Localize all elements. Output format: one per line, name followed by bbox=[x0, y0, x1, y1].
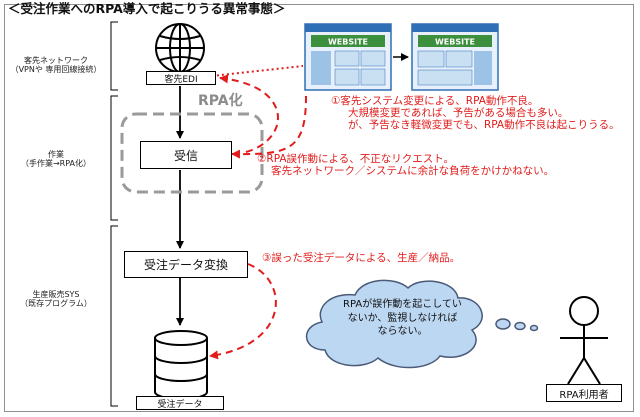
database-icon bbox=[154, 330, 208, 400]
work-label-line2: （手作業→RPA化） bbox=[20, 159, 92, 169]
left-braces bbox=[110, 21, 118, 407]
work-label: 作業 （手作業→RPA化） bbox=[6, 150, 106, 168]
customer-network-label-line1: 客先ネットワーク bbox=[24, 56, 88, 65]
order-convert-node: 受注データ変換 bbox=[124, 251, 248, 278]
globe-icon bbox=[155, 23, 205, 73]
work-label-line1: 作業 bbox=[48, 150, 64, 159]
order-convert-label: 受注データ変換 bbox=[143, 258, 228, 272]
problem3-arrow bbox=[209, 263, 277, 360]
problem3-note: ③誤った受注データによる、生産／納品。 bbox=[262, 252, 461, 264]
customer-edi-label: 客先EDI bbox=[164, 74, 198, 85]
cloud-text-line3: ならない。 bbox=[377, 326, 428, 337]
customer-edi-node: 客先EDI bbox=[146, 71, 216, 85]
system-label-line1: 生産販売SYS bbox=[32, 290, 80, 299]
website-before-logo: WEBSITE bbox=[328, 38, 368, 47]
website-after-icon: WEBSITE bbox=[411, 23, 499, 91]
problem2-note: ②RPA誤作動による、不正なリクエスト。 客先ネットワーク／システムに余計な負荷… bbox=[257, 153, 554, 177]
brace-customer bbox=[110, 21, 118, 91]
cloud-text-line2: ないか、監視しなければ bbox=[347, 312, 458, 324]
order-data-label: 受注データ bbox=[157, 399, 203, 410]
thought-cloud bbox=[305, 279, 539, 369]
diagram-title: ＜受注作業へのRPA導入で起こりうる異常事態＞ bbox=[8, 1, 286, 16]
receive-node: 受信 bbox=[140, 141, 232, 169]
rpa-label: RPA化 bbox=[198, 93, 243, 109]
problem2-arrow bbox=[219, 74, 279, 153]
edi-to-website-link bbox=[211, 65, 304, 77]
system-label-line2: （既存プログラム） bbox=[20, 299, 92, 309]
problem1-note: ①客先システム変更による、RPA動作不良。 大規模変更であれば、予告がある場合も… bbox=[331, 95, 620, 131]
rpa-user-label: RPA利用者 bbox=[559, 389, 609, 401]
brace-system bbox=[110, 225, 118, 407]
website-before-icon: WEBSITE bbox=[304, 23, 392, 91]
problem1-line2: 大規模変更であれば、予告がある場合も多い。 bbox=[348, 107, 569, 120]
diagram-frame bbox=[4, 4, 634, 412]
receive-label: 受信 bbox=[173, 148, 198, 163]
problem2-line1: ②RPA誤作動による、不正なリクエスト。 bbox=[257, 153, 455, 165]
customer-network-label: 客先ネットワーク （VPNや 専用回線接続） bbox=[6, 56, 106, 74]
problem1-arrow bbox=[231, 95, 307, 159]
rpa-user-node: RPA利用者 bbox=[546, 384, 622, 402]
order-data-node: 受注データ bbox=[136, 396, 224, 410]
problem1-line1: ①客先システム変更による、RPA動作不良。 bbox=[331, 95, 539, 107]
brace-work bbox=[110, 95, 118, 221]
problem1-line3: が、予告なき軽微変更でも、RPA動作不良は起こりうる。 bbox=[348, 119, 620, 132]
cloud-text: RPAが誤作動を起こしてい ないか、監視しなければ ならない。 bbox=[330, 298, 475, 339]
system-label: 生産販売SYS （既存プログラム） bbox=[6, 290, 106, 308]
rpa-user-icon bbox=[560, 296, 608, 385]
customer-network-label-line2: （VPNや 専用回線接続） bbox=[10, 65, 102, 75]
website-after-logo: WEBSITE bbox=[435, 38, 475, 47]
cloud-text-line1: RPAが誤作動を起こしてい bbox=[343, 299, 462, 310]
problem2-line2: 客先ネットワーク／システムに余計な負荷をかけかねない。 bbox=[271, 165, 555, 178]
